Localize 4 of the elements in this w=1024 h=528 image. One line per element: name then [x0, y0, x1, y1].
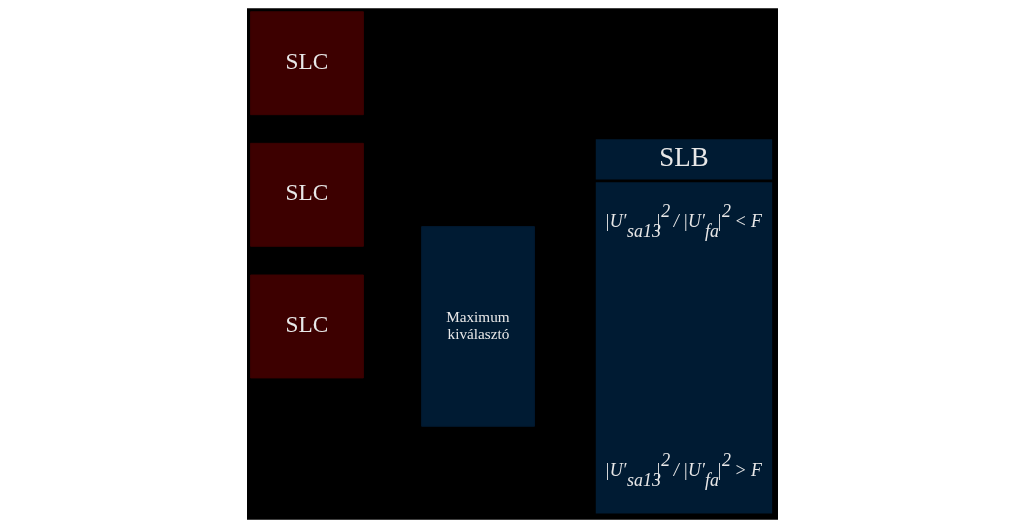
node-box: SLC: [249, 11, 364, 116]
node-box: Maximum kiválasztó: [420, 226, 535, 427]
node-box: SLC: [249, 142, 364, 247]
node-box: SLC: [249, 274, 364, 379]
